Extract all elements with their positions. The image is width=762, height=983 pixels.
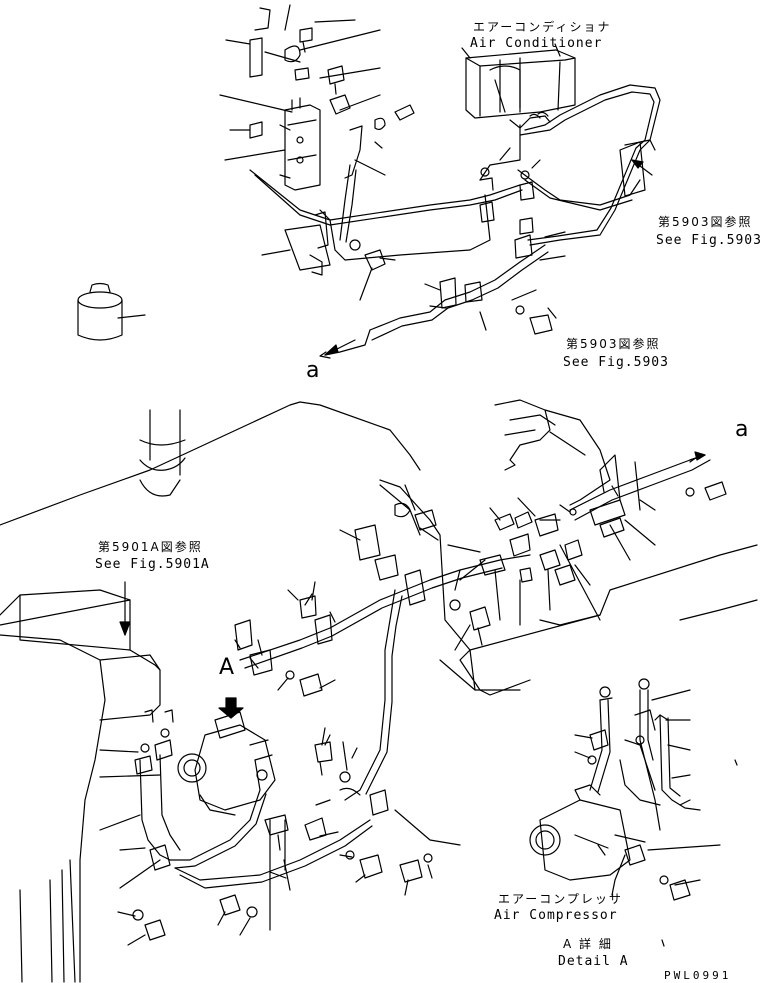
fig-5903-reference-top-en: See Fig.5903 xyxy=(656,233,762,248)
marker-a-left: a xyxy=(306,358,321,383)
air-compressor-label-jp: エアーコンプレッサ xyxy=(498,892,623,906)
marker-a-right: a xyxy=(735,417,750,442)
marker-A: A xyxy=(219,655,236,680)
fig-5901a-reference-en: See Fig.5901A xyxy=(95,557,210,572)
air-conditioner-label-jp: エアーコンディショナ xyxy=(473,20,612,34)
fig-5903-reference-mid-jp: 第5903図参照 xyxy=(566,337,661,351)
fig-5903-reference-top-jp: 第5903図参照 xyxy=(658,215,753,229)
detail-a-label-jp: A 詳 細 xyxy=(563,937,613,951)
detail-a-label-en: Detail A xyxy=(558,954,629,969)
detail-a-drawing xyxy=(529,678,701,901)
air-conditioner-label-en: Air Conditioner xyxy=(470,36,603,51)
fittings-cluster xyxy=(479,481,727,586)
compressor-a xyxy=(177,711,276,816)
drawing-reference-number: PWL0991 xyxy=(664,969,732,982)
receiver-drier xyxy=(279,97,321,191)
air-compressor-label-en: Air Compressor xyxy=(494,908,618,923)
air-conditioner-unit xyxy=(461,43,576,129)
fig-5901a-reference-jp: 第5901A図参照 xyxy=(98,540,203,554)
spare-bottle xyxy=(77,282,123,341)
fig-5903-reference-mid-en: See Fig.5903 xyxy=(563,355,669,370)
